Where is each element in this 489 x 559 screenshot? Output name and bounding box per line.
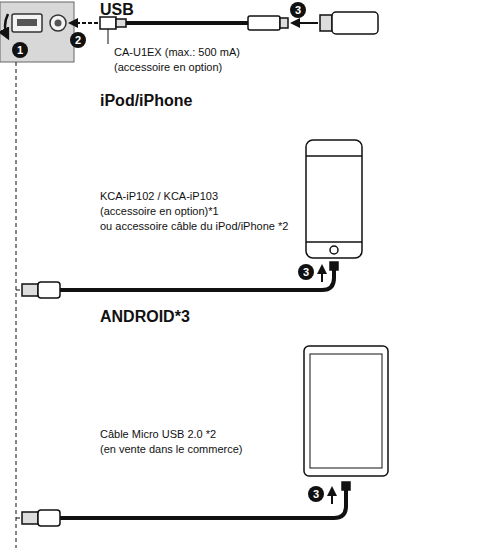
note: (en vente dans le commerce) bbox=[100, 443, 242, 456]
iphone-cable bbox=[22, 262, 338, 298]
section-heading: ANDROID*3 bbox=[100, 308, 190, 326]
iphone-device bbox=[306, 140, 362, 258]
android-tablet bbox=[304, 346, 388, 476]
dashed-guide bbox=[16, 62, 22, 548]
callout-number: 2 bbox=[70, 32, 86, 48]
callout-number: 3 bbox=[298, 264, 314, 280]
callout-number: 3 bbox=[308, 486, 324, 502]
part-name: Câble Micro USB 2.0 *2 bbox=[100, 428, 216, 441]
android-cable bbox=[22, 482, 350, 526]
section-heading: USB bbox=[100, 1, 134, 19]
callout-number: 1 bbox=[12, 42, 28, 58]
note: (accessoire en option)*1 bbox=[100, 205, 219, 218]
head-unit-panel bbox=[0, 2, 74, 62]
callout-number: 3 bbox=[290, 2, 306, 18]
callout-circles bbox=[12, 2, 324, 502]
part-name: KCA-iP102 / KCA-iP103 bbox=[100, 190, 218, 203]
insert-arrow bbox=[70, 22, 98, 24]
usb-cable bbox=[100, 12, 378, 44]
note: (accessoire en option) bbox=[114, 61, 222, 74]
section-heading: iPod/iPhone bbox=[100, 92, 192, 110]
note: ou accessoire câble du iPod/iPhone *2 bbox=[100, 220, 288, 233]
part-name: CA-U1EX (max.: 500 mA) bbox=[114, 46, 240, 59]
